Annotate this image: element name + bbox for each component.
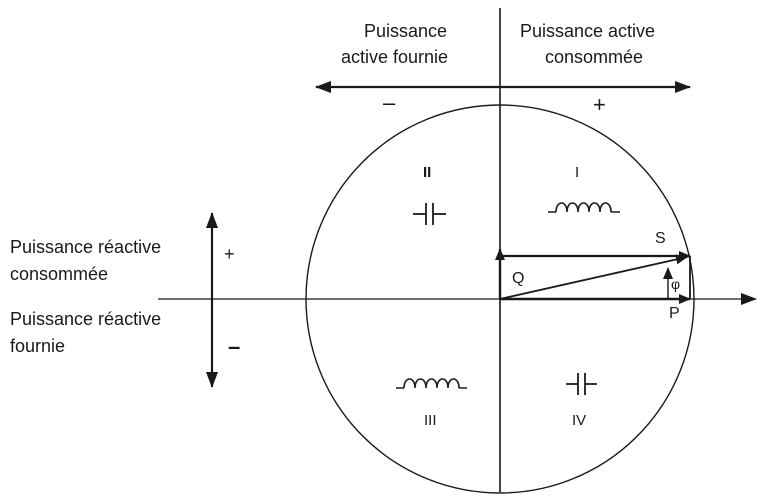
quadrant-2-numeral: II bbox=[423, 164, 432, 181]
p-vector-label: P bbox=[669, 305, 680, 322]
inductor-icon bbox=[548, 202, 620, 213]
reactive-minus-sign: – bbox=[228, 334, 241, 359]
quadrant-4-numeral: IV bbox=[572, 412, 587, 429]
quadrant-3-numeral: III bbox=[424, 412, 437, 429]
reactive-consumed-label-line1: Puissance réactive bbox=[10, 237, 162, 257]
capacitor-icon bbox=[566, 373, 597, 395]
active-minus-sign: – bbox=[383, 90, 396, 115]
s-vector bbox=[499, 254, 688, 300]
reactive-supplied-label-line2: fournie bbox=[10, 336, 66, 356]
active-plus-sign: + bbox=[593, 92, 606, 117]
phi-label: φ bbox=[671, 276, 681, 292]
q-vector-label: Q bbox=[512, 270, 525, 287]
active-supplied-label-line1: Puissance bbox=[364, 21, 448, 41]
active-consumed-label-line1: Puissance active bbox=[520, 21, 656, 41]
quadrant-1-numeral: I bbox=[575, 164, 580, 181]
capacitor-icon bbox=[413, 203, 446, 225]
reactive-plus-sign: + bbox=[224, 244, 235, 264]
reactive-consumed-label-line2: consommée bbox=[10, 264, 109, 284]
active-supplied-label-line2: active fournie bbox=[341, 47, 449, 67]
active-consumed-label-line2: consommée bbox=[545, 47, 644, 67]
s-vector-label: S bbox=[655, 230, 666, 247]
inductor-icon bbox=[396, 378, 467, 389]
reactive-supplied-label-line1: Puissance réactive bbox=[10, 309, 162, 329]
